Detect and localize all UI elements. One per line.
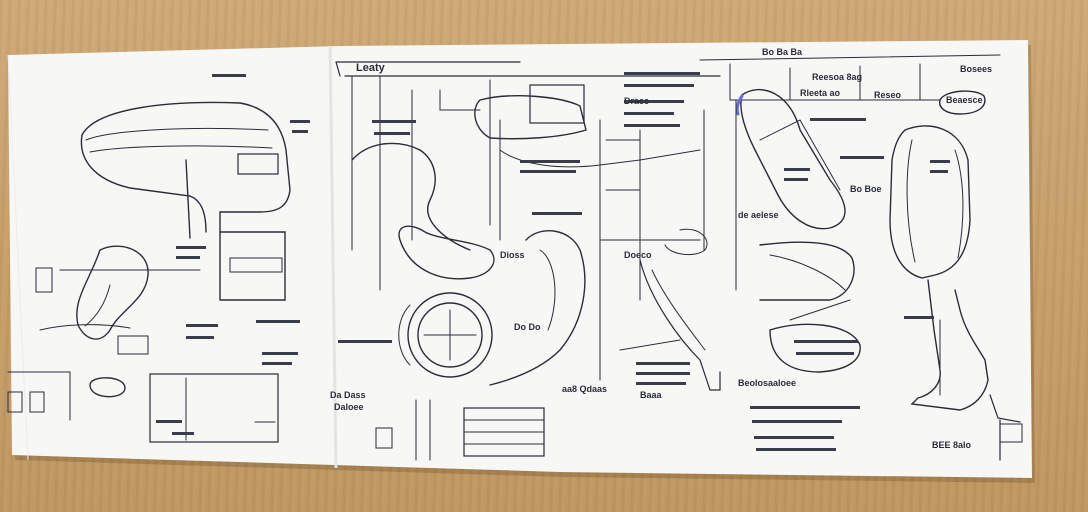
label-bottom-right-2: Beolosaaloee xyxy=(738,378,796,388)
label-mid-center-1: Do Do xyxy=(514,322,541,332)
right-center-drawing xyxy=(664,54,1001,373)
label-top-right-3: Rleeta ao xyxy=(800,88,841,98)
left-drawing xyxy=(7,101,291,443)
scribble-notes xyxy=(156,72,950,451)
label-top-right-5: Bosees xyxy=(960,64,992,74)
label-top-title: Leaty xyxy=(356,62,386,74)
label-mid-left-2: Doeco xyxy=(624,250,652,260)
center-drawing xyxy=(335,61,721,461)
label-bottom-right-1: Baaa xyxy=(640,390,663,400)
label-bottom-center: aa8 Qdaas xyxy=(562,384,607,394)
label-bottom-left-2: Daloee xyxy=(334,402,364,412)
label-mid-left-1: Drace xyxy=(624,96,649,106)
label-top-right-2: Reesoa 8ag xyxy=(812,72,862,82)
blueprint-labels: Leaty Bo Ba Ba Reesoa 8ag Rleeta ao Rese… xyxy=(330,47,992,450)
label-far-right-tag: Beaesce xyxy=(946,95,983,105)
label-mid-right-1: Bo Boe xyxy=(850,184,882,194)
label-mid-center-2: Dioss xyxy=(500,250,525,260)
label-top-right-4: Reseo xyxy=(874,90,902,100)
label-top-right-1: Bo Ba Ba xyxy=(762,47,803,57)
label-mid-right-2: de aelese xyxy=(738,210,779,220)
label-bottom-left-1: Da Dass xyxy=(330,390,366,400)
paper-sheet xyxy=(8,40,1032,478)
right-leg-drawing xyxy=(889,90,1023,461)
label-corner-tag: BEE 8alo xyxy=(932,440,972,450)
